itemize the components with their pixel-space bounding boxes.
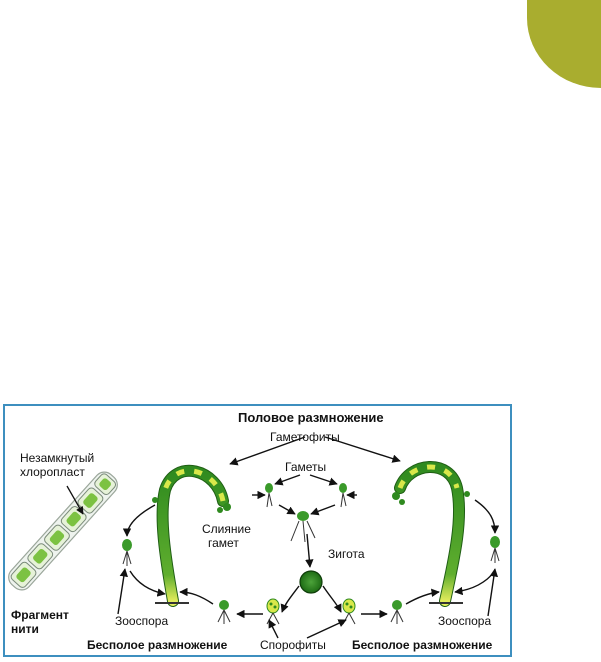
label-zoospore-left: Зооспора xyxy=(115,614,168,628)
filament-cells xyxy=(10,473,117,588)
label-sexual-reproduction: Половое размножение xyxy=(238,410,384,425)
label-unclosed-chloroplast-line2: хлоропласт xyxy=(20,465,85,479)
sporophyte-2 xyxy=(266,598,280,625)
label-fusion-line1: Слияние xyxy=(202,522,251,536)
label-fragment-line1: Фрагмент xyxy=(11,608,69,622)
label-fragment-line2: нити xyxy=(11,622,39,636)
gametophyte-left xyxy=(152,464,231,607)
zoospore-right xyxy=(490,536,500,563)
cycle-arrows xyxy=(117,436,500,639)
label-zygote: Зигота xyxy=(328,547,365,561)
label-zoospore-right: Зооспора xyxy=(438,614,491,628)
gamete-right xyxy=(339,483,347,508)
gamete-fusion xyxy=(290,511,316,543)
sporophyte-1 xyxy=(217,600,231,624)
sporophyte-4 xyxy=(390,600,404,624)
label-sporophytes: Спорофиты xyxy=(260,638,326,652)
gametophyte-right xyxy=(392,461,470,607)
label-gametophytes: Гаметофиты xyxy=(270,430,340,444)
label-fusion-line2: гамет xyxy=(208,536,239,550)
label-gametes: Гаметы xyxy=(285,460,326,474)
filament-fragment xyxy=(8,471,118,591)
sporophyte-3 xyxy=(342,598,356,625)
gamete-left xyxy=(265,483,273,508)
chloroplast-pointer-arrow xyxy=(66,485,84,515)
chapter-corner-tab xyxy=(527,0,601,88)
zoospore-left xyxy=(122,539,132,566)
label-asexual-left: Бесполое размножение xyxy=(87,638,228,652)
label-unclosed-chloroplast-line1: Незамкнутый xyxy=(20,451,94,465)
zygote xyxy=(299,570,323,594)
label-asexual-right: Бесполое размножение xyxy=(352,638,493,652)
ulotrix-life-cycle-figure: Половое размножение Гаметофиты Гаметы Сл… xyxy=(3,404,512,657)
